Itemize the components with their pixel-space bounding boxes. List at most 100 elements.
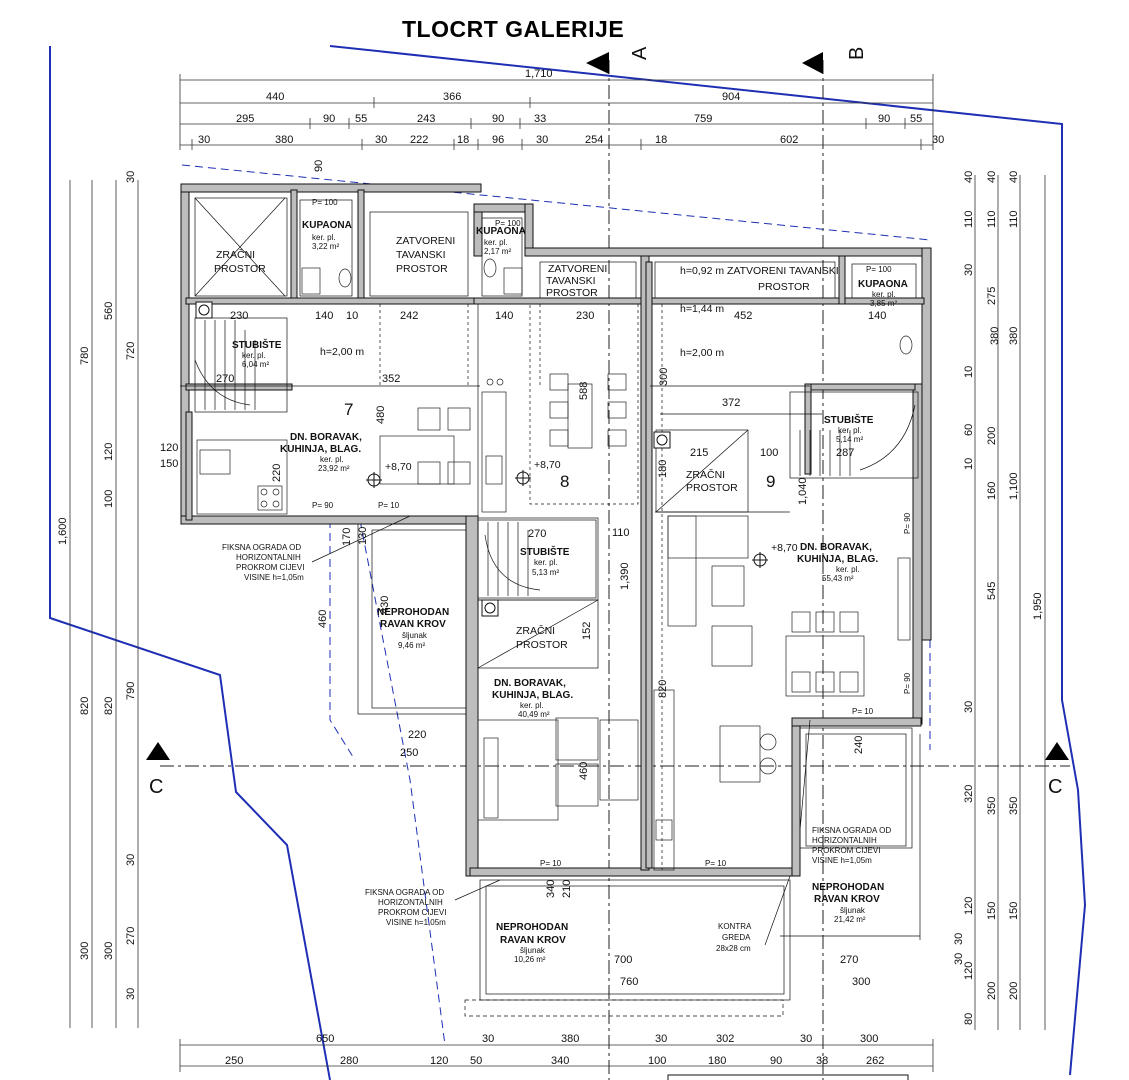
door-label: P= 10 [705, 859, 727, 868]
dim: 380 [275, 134, 293, 146]
door-label: P= 100 [866, 265, 892, 274]
dim: 372 [722, 397, 740, 409]
note-text: GREDA [722, 933, 751, 942]
dim: 30 [125, 854, 137, 866]
dim: 40 [963, 171, 975, 183]
room-label: PROSTOR [396, 263, 448, 275]
kitchen-counter-9 [653, 689, 675, 871]
room-area: 6,04 m² [242, 360, 269, 369]
roof-outline [181, 164, 931, 1046]
dim: 110 [986, 210, 998, 228]
dim: 287 [836, 447, 854, 459]
section-c-left-marker [146, 742, 170, 760]
dim: 243 [417, 113, 435, 125]
dining-table-9 [785, 635, 865, 697]
dim: 460 [578, 762, 590, 780]
room-floor: šljunak [402, 631, 428, 640]
note-text: KONTRA [718, 922, 752, 931]
dim: 270 [840, 954, 858, 966]
room-name: STUBIŠTE [520, 545, 570, 558]
room-label: ZRAČNI [516, 624, 555, 637]
dim: 904 [722, 91, 740, 103]
dim: 460 [317, 610, 329, 628]
dim: 40 [986, 171, 998, 183]
dim: 440 [266, 91, 284, 103]
room-name: NEPROHODAN [377, 607, 449, 618]
dim: 170 [341, 528, 353, 546]
dim: 759 [694, 113, 712, 125]
dim: 30 [655, 1033, 667, 1045]
note-text: VISINE h=1,05m [386, 918, 446, 927]
kitchen-8 [481, 391, 507, 513]
door-label: P= 90 [903, 512, 912, 534]
room-area: 21,42 m² [834, 915, 866, 924]
section-c-right-label: C [1048, 776, 1062, 798]
dim: 90 [323, 113, 335, 125]
section-a-marker [586, 52, 609, 74]
room-area: 40,49 m² [518, 710, 550, 719]
room-area: 5,14 m² [836, 435, 863, 444]
room-name: RAVAN KROV [500, 935, 566, 946]
dim: 820 [657, 680, 669, 698]
dim: 150 [986, 902, 998, 920]
note-text: 28x28 cm [716, 944, 751, 953]
room-floor: ker. pl. [242, 351, 266, 360]
dim: 300 [79, 942, 91, 960]
dim: 1,100 [1008, 472, 1020, 500]
drawing-title: TLOCRT GALERIJE [402, 16, 625, 42]
door-label: P= 100 [495, 219, 521, 228]
dim: 650 [316, 1033, 334, 1045]
room-floor: ker. pl. [484, 238, 508, 247]
dim: 90 [878, 113, 890, 125]
dim: 270 [528, 528, 546, 540]
dim: 820 [79, 697, 91, 715]
dim: 300 [658, 368, 670, 386]
dim-total-top: 1,710 [525, 68, 553, 80]
dim: 120 [160, 442, 178, 454]
room-name: KUPAONA [302, 220, 352, 231]
walls [180, 183, 932, 877]
dim: 10 [963, 366, 975, 378]
dim: 30 [198, 134, 210, 146]
level-label: +8,70 [771, 542, 798, 554]
room-name: RAVAN KROV [814, 894, 880, 905]
room-name: KUHINJA, BLAG. [280, 444, 361, 455]
height-label: h=2,00 m [680, 347, 724, 359]
dim: 38 [816, 1055, 828, 1067]
room-label: PROSTOR [758, 281, 810, 293]
note-text: VISINE h=1,05m [812, 856, 872, 865]
note-text: PROKROM CIJEVI [378, 908, 446, 917]
dim: 55 [910, 113, 922, 125]
section-c-right-marker [1045, 742, 1069, 760]
dim: 30 [953, 933, 965, 945]
dim: 215 [690, 447, 708, 459]
dim: 480 [375, 406, 387, 424]
top-dimension-texts: 1,710 440 366 904 295 90 55 243 90 33 75… [198, 68, 944, 146]
section-a-label: A [629, 46, 651, 60]
dim: 200 [986, 427, 998, 445]
dim: 350 [1008, 797, 1020, 815]
room-label: ZATVORENI [548, 263, 607, 275]
room-name: KUHINJA, BLAG. [492, 690, 573, 701]
room-name: STUBIŠTE [824, 413, 874, 426]
dim: 110 [612, 527, 630, 539]
dim: 50 [470, 1055, 482, 1067]
dim: 222 [410, 134, 428, 146]
note-text: FIKSNA OGRADA OD [812, 826, 891, 835]
dim: 302 [716, 1033, 734, 1045]
dim: 130 [357, 527, 369, 545]
dim: 30 [963, 701, 975, 713]
dim: 380 [989, 327, 1001, 345]
room-area: 23,92 m² [318, 464, 350, 473]
dim: 152 [581, 622, 593, 640]
dim: 140 [315, 310, 333, 322]
dim: 700 [614, 954, 632, 966]
room-labels: ZRAČNI PROSTOR P= 100 KUPAONA ker. pl. 3… [214, 198, 908, 964]
room-area: 3,85 m² [870, 299, 897, 308]
door-label: P= 90 [312, 501, 334, 510]
dim: 560 [103, 302, 115, 320]
room-floor: ker. pl. [312, 233, 336, 242]
dim: 110 [1008, 210, 1020, 228]
room-floor: ker. pl. [838, 426, 862, 435]
dim: 100 [103, 490, 115, 508]
